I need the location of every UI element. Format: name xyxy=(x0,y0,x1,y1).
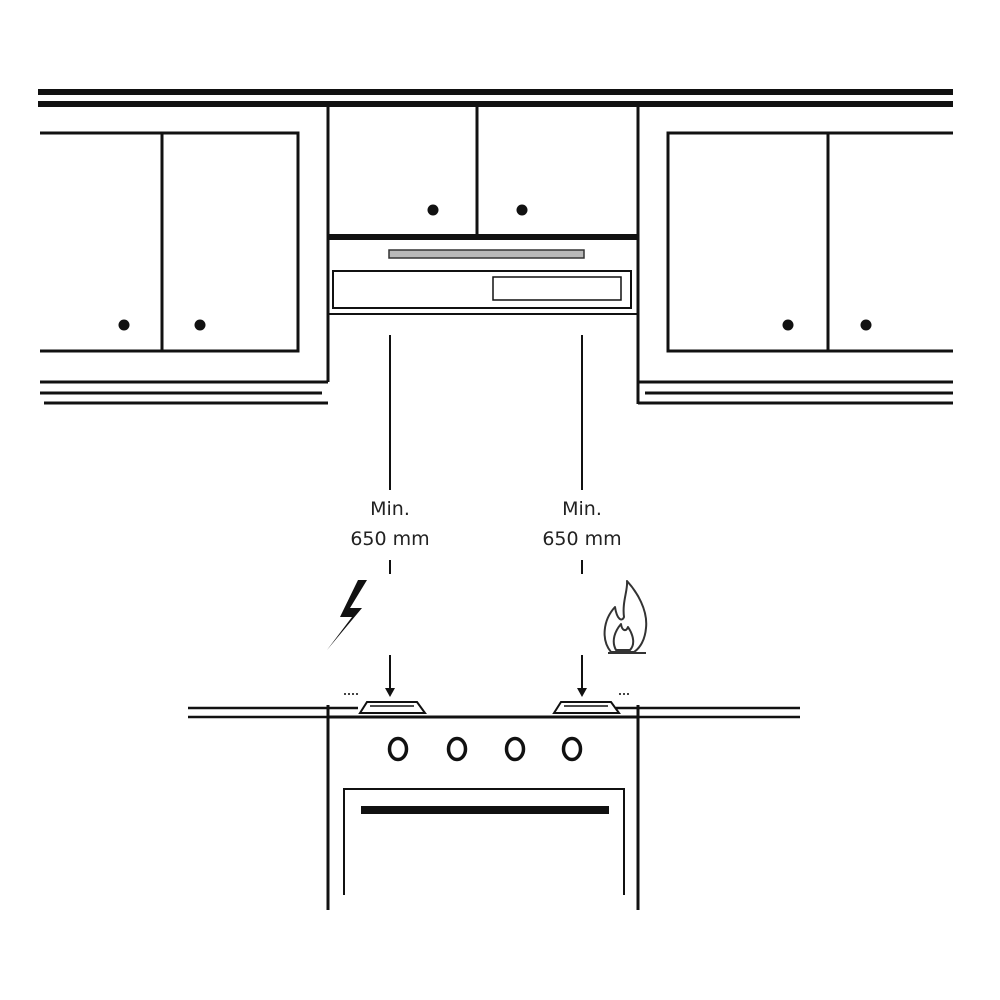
cooker xyxy=(326,705,640,910)
right-wall-cabinet xyxy=(638,131,953,405)
right-burner xyxy=(552,701,621,714)
left-dimension-line xyxy=(385,335,395,697)
dotted-marker xyxy=(344,693,629,695)
right-cabinet-base-trim xyxy=(638,380,953,405)
flame-icon xyxy=(603,580,648,654)
cabinet-knob xyxy=(194,319,206,331)
cooker-hood xyxy=(328,249,638,315)
ceiling-cornice xyxy=(38,89,953,107)
cabinet-knob xyxy=(118,319,130,331)
lightning-bolt-icon xyxy=(327,580,367,650)
oven-door-handle xyxy=(361,806,609,814)
left-min-label: Min. xyxy=(370,498,410,520)
left-burner xyxy=(358,701,427,714)
left-wall-cabinet xyxy=(40,107,330,405)
cabinet-knob xyxy=(860,319,872,331)
arrow-down-icon xyxy=(577,688,587,697)
control-knob xyxy=(387,736,409,762)
cabinet-knob xyxy=(782,319,794,331)
center-wall-cabinet xyxy=(328,107,640,404)
control-knob xyxy=(504,736,526,762)
worktop xyxy=(188,693,800,719)
right-min-label: Min. xyxy=(562,498,602,520)
cabinet-knob xyxy=(427,204,439,216)
oven-door xyxy=(343,788,625,895)
right-distance-label: 650 mm xyxy=(542,528,621,550)
right-dimension-line xyxy=(577,335,587,697)
left-distance-label: 650 mm xyxy=(350,528,429,550)
control-knob xyxy=(561,736,583,762)
left-cabinet-base-trim xyxy=(40,380,328,405)
control-knob xyxy=(446,736,468,762)
cabinet-knob xyxy=(516,204,528,216)
arrow-down-icon xyxy=(385,688,395,697)
